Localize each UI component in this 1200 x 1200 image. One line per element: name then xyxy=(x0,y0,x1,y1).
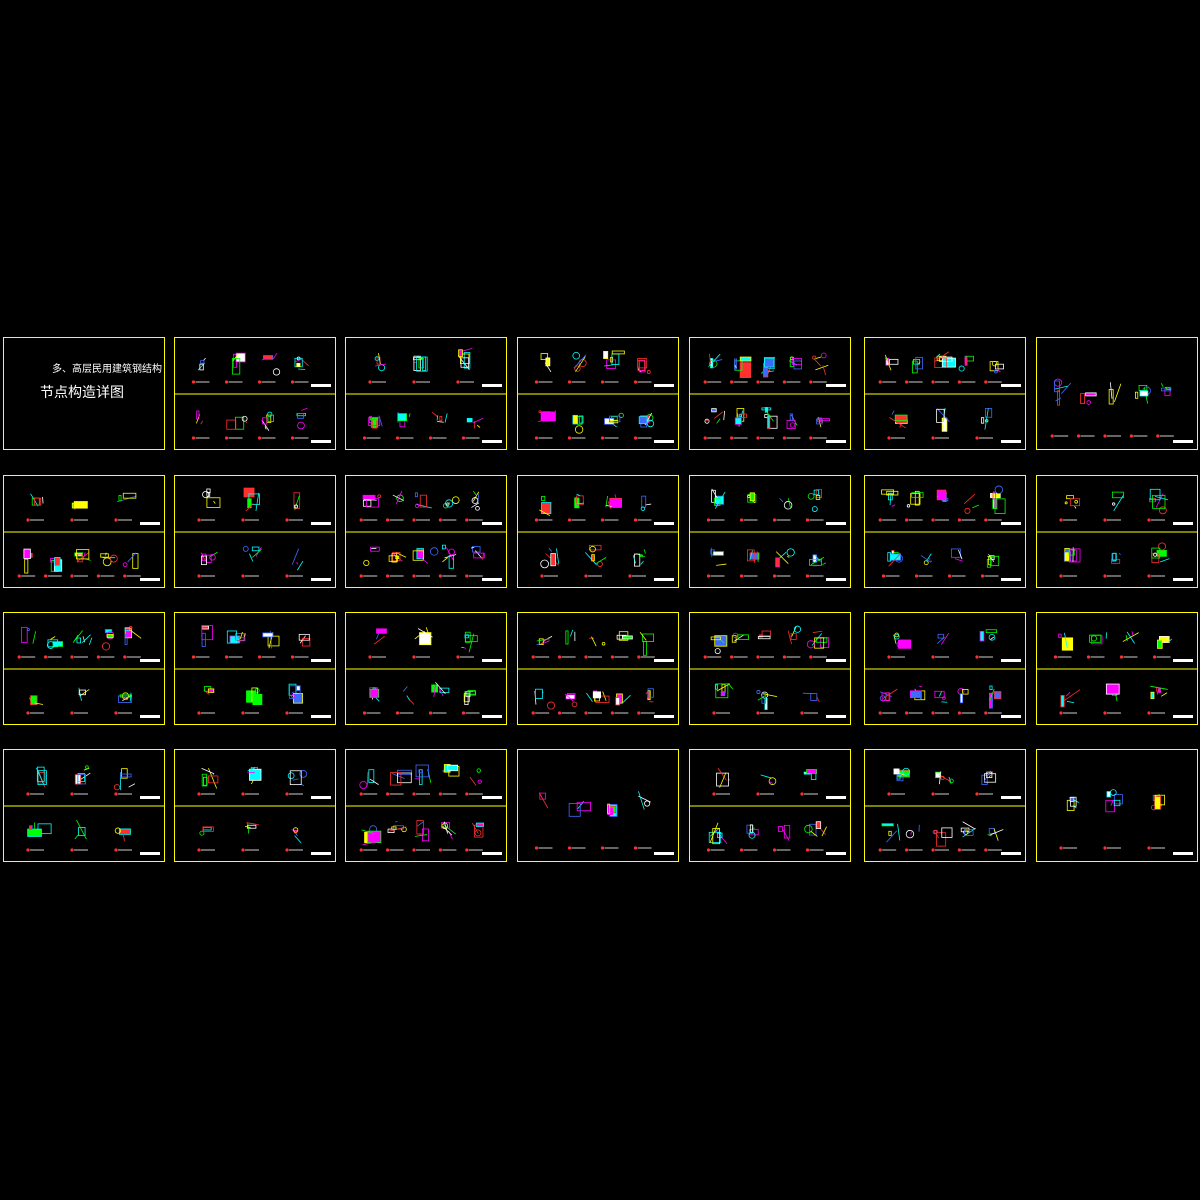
sheet-detail-thumbnails xyxy=(346,627,506,718)
sheet-detail-thumbnails xyxy=(1037,631,1197,718)
sheet-detail-thumbnails xyxy=(865,351,1025,443)
sheet-detail-thumbnails xyxy=(690,352,850,443)
drawing-sheet-4[interactable] xyxy=(517,337,679,450)
drawing-sheet-13[interactable] xyxy=(864,475,1026,588)
drawing-sheet-12[interactable] xyxy=(689,475,851,588)
cover-title: 节点构造详图 xyxy=(40,385,124,401)
drawing-sheet-11[interactable] xyxy=(517,475,679,588)
drawing-sheet-27[interactable] xyxy=(864,749,1026,862)
drawing-sheet-16[interactable] xyxy=(174,612,336,725)
drawing-sheet-5[interactable] xyxy=(689,337,851,450)
sheet-detail-thumbnails xyxy=(175,625,335,718)
sheet-detail-thumbnails xyxy=(175,766,335,855)
drawing-sheet-14[interactable] xyxy=(1036,475,1198,588)
sheet-detail-thumbnails xyxy=(4,625,164,718)
sheet-detail-thumbnails xyxy=(690,625,850,718)
sheet-detail-thumbnails xyxy=(346,347,506,443)
sheet-detail-thumbnails xyxy=(346,764,506,855)
drawing-sheet-6[interactable] xyxy=(864,337,1026,450)
sheet-detail-thumbnails xyxy=(346,490,506,581)
drawing-sheet-10[interactable] xyxy=(345,475,507,588)
drawing-sheet-19[interactable] xyxy=(689,612,851,725)
drawing-sheet-3[interactable] xyxy=(345,337,507,450)
drawing-sheet-24[interactable] xyxy=(345,749,507,862)
drawing-sheet-22[interactable] xyxy=(3,749,165,862)
sheet-detail-thumbnails xyxy=(865,629,1025,718)
cover-subtitle: 多、高层民用建筑钢结构 xyxy=(52,364,162,375)
sheet-detail-thumbnails xyxy=(1050,378,1193,443)
sheet-detail-thumbnails xyxy=(175,487,335,581)
sheet-detail-thumbnails xyxy=(534,791,674,855)
drawing-sheet-21[interactable] xyxy=(1036,612,1198,725)
drawing-sheet-23[interactable] xyxy=(174,749,336,862)
sheet-detail-thumbnails xyxy=(4,765,164,855)
sheet-detail-thumbnails xyxy=(518,629,678,718)
sheet-detail-thumbnails xyxy=(690,488,850,581)
drawing-sheet-7[interactable] xyxy=(1036,337,1198,450)
drawing-sheet-20[interactable] xyxy=(864,612,1026,725)
drawing-sheet-17[interactable] xyxy=(345,612,507,725)
sheet-detail-thumbnails xyxy=(865,767,1025,855)
sheet-detail-thumbnails xyxy=(4,492,164,581)
sheet-detail-thumbnails xyxy=(175,352,335,443)
sheet-detail-thumbnails xyxy=(865,485,1025,581)
sheet-detail-thumbnails xyxy=(518,350,678,443)
drawing-sheet-26[interactable] xyxy=(689,749,851,862)
sheet-detail-thumbnails xyxy=(518,493,678,581)
drawing-sheet-8[interactable] xyxy=(3,475,165,588)
sheet-detail-thumbnails xyxy=(1037,488,1197,581)
cover-sheet[interactable]: 多、高层民用建筑钢结构 节点构造详图 xyxy=(3,337,165,450)
sheet-detail-thumbnails xyxy=(690,767,850,855)
sheet-detail-thumbnails xyxy=(1059,789,1193,855)
drawing-sheet-15[interactable] xyxy=(3,612,165,725)
drawing-sheet-28[interactable] xyxy=(1036,749,1198,862)
drawing-sheet-2[interactable] xyxy=(174,337,336,450)
drawing-sheet-25[interactable] xyxy=(517,749,679,862)
drawing-sheet-18[interactable] xyxy=(517,612,679,725)
drawing-sheet-9[interactable] xyxy=(174,475,336,588)
